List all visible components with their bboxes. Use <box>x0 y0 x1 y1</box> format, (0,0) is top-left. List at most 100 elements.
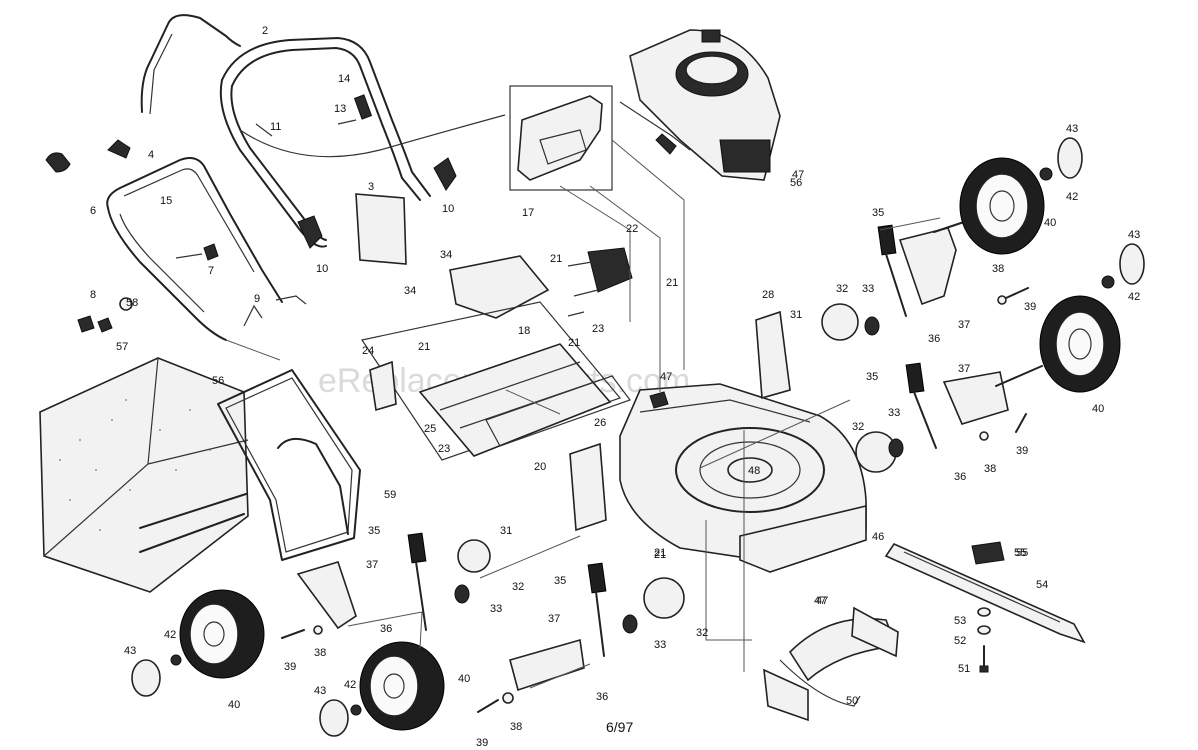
callout: 48 <box>748 465 760 477</box>
rear-door-assembly <box>361 247 633 461</box>
callout: 43 <box>1066 123 1078 135</box>
callout: 53 <box>954 615 966 627</box>
callout: 21 <box>654 547 666 559</box>
callout: 11 <box>270 121 281 133</box>
axles <box>296 221 1043 692</box>
engine <box>619 29 781 181</box>
callout: 2 <box>262 25 268 37</box>
callout: 40 <box>458 673 470 685</box>
baffle-part <box>355 193 407 265</box>
callout: 10 <box>442 203 454 215</box>
callout: 33 <box>862 283 874 295</box>
wheel-upper-right <box>959 157 1045 255</box>
callout: 56 <box>790 177 802 189</box>
callout: 33 <box>490 603 502 615</box>
callout: 35 <box>872 207 884 219</box>
mower-deck <box>619 383 867 573</box>
callout: 37 <box>958 319 970 331</box>
callout: 3 <box>368 181 374 193</box>
callout: 43 <box>124 645 136 657</box>
callout: 17 <box>522 207 534 219</box>
callout: 4 <box>148 149 154 161</box>
callout: 14 <box>338 73 350 85</box>
callout: 21 <box>418 341 430 353</box>
callout: 40 <box>228 699 240 711</box>
callout: 13 <box>334 103 346 115</box>
callout: 32 <box>696 627 708 639</box>
callout: 36 <box>954 471 966 483</box>
callout: 42 <box>1128 291 1140 303</box>
bag-frame <box>217 369 361 561</box>
callout: 52 <box>954 635 966 647</box>
callout: 55 <box>1014 547 1026 559</box>
callout: 50 <box>846 695 858 707</box>
callout: 39 <box>476 737 488 749</box>
callout: 40 <box>1044 217 1056 229</box>
callout: 33 <box>654 639 666 651</box>
callout: 32 <box>512 581 524 593</box>
callout: 8 <box>90 289 96 301</box>
callout: 6 <box>90 205 96 217</box>
callout: 39 <box>1016 445 1028 457</box>
callout: 31 <box>790 309 802 321</box>
callout: 54 <box>1036 579 1048 591</box>
callout: 25 <box>424 423 436 435</box>
callout: 23 <box>438 443 450 455</box>
callout: 10 <box>316 263 328 275</box>
callout: 20 <box>534 461 546 473</box>
callout: 38 <box>984 463 996 475</box>
blade-assembly <box>884 541 1086 673</box>
callout: 32 <box>836 283 848 295</box>
callout: 31 <box>500 525 512 537</box>
callout: 47 <box>814 595 826 607</box>
callout: 42 <box>164 629 176 641</box>
height-adjusters <box>454 303 904 634</box>
assembly-lines <box>225 139 941 689</box>
callout: 18 <box>518 325 530 337</box>
callout: 56 <box>212 375 224 387</box>
wheel-middle-right <box>1039 295 1121 393</box>
wheel-lower-left <box>179 589 265 679</box>
callout: 34 <box>404 285 416 297</box>
wheel-levers <box>407 224 937 657</box>
callout: 36 <box>596 691 608 703</box>
callout: 47 <box>660 371 672 383</box>
callout: 35 <box>554 575 566 587</box>
callout: 55 <box>1016 547 1028 559</box>
deck-shields <box>763 606 899 722</box>
callout: 9 <box>254 293 260 305</box>
callout: 38 <box>992 263 1004 275</box>
callout: 21 <box>654 549 666 561</box>
callout: 34 <box>440 249 452 261</box>
control-bracket-box <box>509 85 613 191</box>
callout: 37 <box>548 613 560 625</box>
callout: 7 <box>208 265 214 277</box>
callout: 43 <box>1128 229 1140 241</box>
rear-bracket <box>755 310 791 400</box>
callout: 21 <box>550 253 562 265</box>
callout: 59 <box>384 489 396 501</box>
callout: 26 <box>594 417 606 429</box>
front-bracket <box>569 442 607 532</box>
callout: 33 <box>888 407 900 419</box>
callout: 36 <box>928 333 940 345</box>
callout: 39 <box>284 661 296 673</box>
callout: 42 <box>344 679 356 691</box>
callout: 46 <box>872 531 884 543</box>
callout: 51 <box>958 663 970 675</box>
callout: 38 <box>314 647 326 659</box>
callout: 15 <box>160 195 172 207</box>
callout: 43 <box>314 685 326 697</box>
callout: 42 <box>1066 191 1078 203</box>
callout: 21 <box>568 337 580 349</box>
callout: 37 <box>958 363 970 375</box>
callout: 58 <box>126 297 138 309</box>
callout: 21 <box>666 277 678 289</box>
callout: 57 <box>116 341 128 353</box>
grass-bag <box>39 357 249 593</box>
callout: 40 <box>1092 403 1104 415</box>
callout: 47 <box>816 595 828 607</box>
bolts-washers <box>281 287 1029 713</box>
handle-assembly <box>45 14 506 341</box>
callout: 32 <box>852 421 864 433</box>
